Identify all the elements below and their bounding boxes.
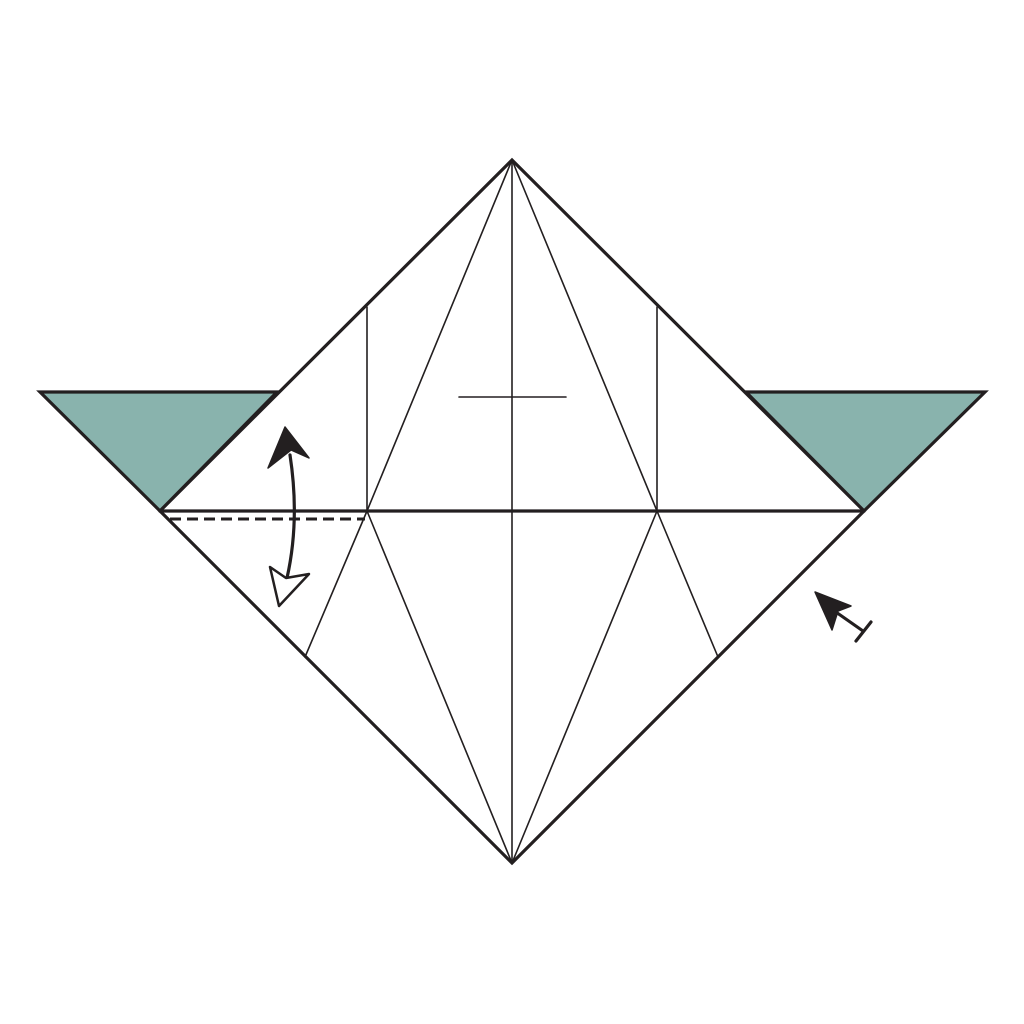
upper-right-diagonal-crease [511,159,658,512]
lower-right-diagonal-crease [511,510,658,864]
paper-edges [157,157,867,866]
push-in-arrow-icon [814,591,873,643]
lower-right-short-crease [656,510,719,658]
upper-left-diagonal-crease [366,159,513,512]
paper-outline [157,157,867,866]
curved-fold-unfold-arrow-icon [267,426,311,608]
lower-left-diagonal-crease [366,510,513,864]
lower-left-short-crease [304,510,368,658]
